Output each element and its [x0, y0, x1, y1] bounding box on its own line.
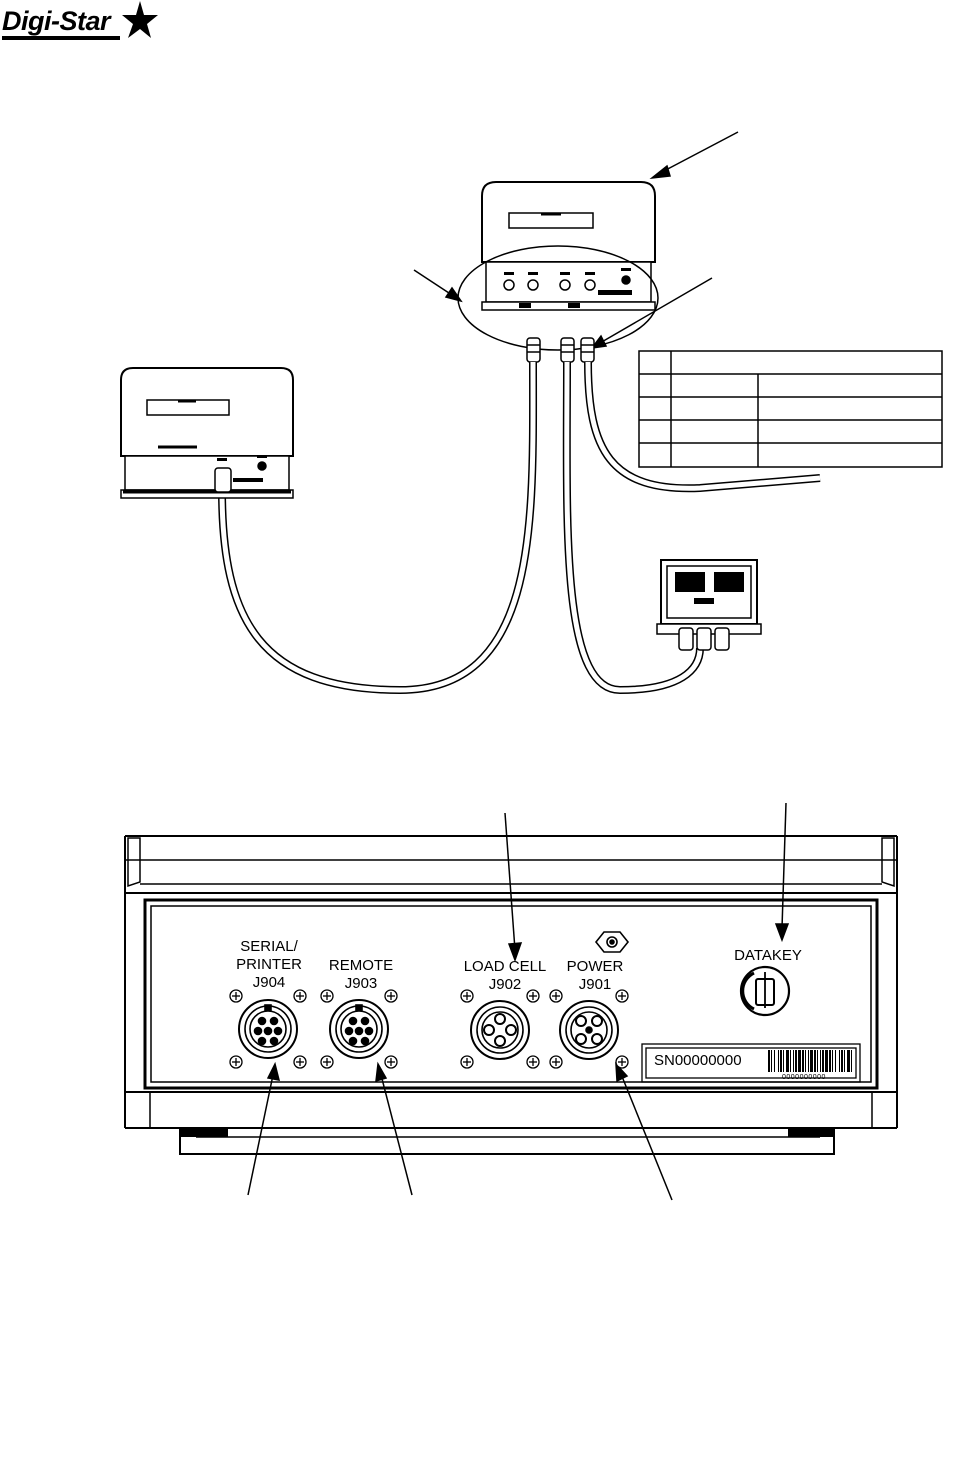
serial-printer-name-line2: PRINTER [236, 956, 302, 973]
barcode-bar [832, 1050, 833, 1072]
screw-head-icon [549, 989, 563, 1003]
barcode-bar [768, 1050, 770, 1072]
load-cell-label: LOAD CELL J902 [449, 958, 561, 994]
barcode-bar [795, 1050, 797, 1072]
screw-head-icon [526, 989, 540, 1003]
barcode-bar [844, 1050, 845, 1072]
panel-screws [229, 989, 629, 1069]
serial-printer-connector [238, 999, 298, 1059]
barcode-bar [774, 1050, 775, 1072]
screw-head-icon [549, 1055, 563, 1069]
logo-underline [2, 36, 120, 40]
barcode-bar [790, 1050, 791, 1072]
star-icon [122, 1, 158, 38]
screw-head-icon [229, 989, 243, 1003]
screw-head-icon [615, 989, 629, 1003]
barcode-bar [841, 1050, 843, 1072]
serial-number-text: SN00000000 [654, 1052, 742, 1069]
barcode-bar [793, 1050, 794, 1072]
power-id: J901 [578, 976, 612, 993]
load-cell-id: J902 [488, 976, 522, 993]
screw-head-icon [320, 989, 334, 1003]
wiring-diagram [120, 131, 943, 695]
load-cell-name: LOAD CELL [463, 958, 547, 975]
barcode-bar [814, 1050, 816, 1072]
barcode-bar [778, 1050, 779, 1072]
vent-fitting [594, 931, 630, 953]
barcode-bar [817, 1050, 818, 1072]
barcode-bar [805, 1050, 806, 1072]
screw-head-icon [384, 1055, 398, 1069]
barcode-bar [783, 1050, 784, 1072]
power-wiring-table [638, 350, 943, 468]
barcode-bar [808, 1050, 809, 1072]
datakey-name: DATAKEY [734, 947, 802, 964]
remote-connector [329, 999, 389, 1059]
barcode-bar [839, 1050, 840, 1072]
junction-box [656, 559, 762, 651]
serial-number-label [641, 1043, 861, 1083]
screw-head-icon [615, 1055, 629, 1069]
barcode-bar [829, 1050, 831, 1072]
screw-head-icon [293, 1055, 307, 1069]
remote-display [120, 367, 294, 499]
barcode-bar [825, 1050, 828, 1072]
barcode-bar [771, 1050, 772, 1072]
serial-printer-label: SERIAL/ PRINTER J904 [219, 938, 319, 992]
power-connector [559, 1000, 619, 1060]
serial-printer-id: J904 [252, 974, 286, 991]
screw-head-icon [229, 1055, 243, 1069]
screw-head-icon [460, 1055, 474, 1069]
remote-label: REMOTE J903 [316, 957, 406, 993]
barcode-bar [835, 1050, 836, 1072]
main-indicator [481, 181, 656, 311]
screw-head-icon [526, 1055, 540, 1069]
barcode-caption: 0000000000 [782, 1074, 826, 1081]
barcode-bar [847, 1050, 850, 1072]
digi-star-logo: Digi-Star [0, 0, 160, 42]
barcode-bar [810, 1050, 813, 1072]
screw-head-icon [320, 1055, 334, 1069]
datakey-label: DATAKEY [718, 947, 818, 965]
load-cell-connector [470, 1000, 530, 1060]
screw-head-icon [384, 989, 398, 1003]
datakey-receptacle [739, 965, 791, 1017]
barcode-bar [822, 1050, 824, 1072]
barcode-bar [798, 1050, 801, 1072]
barcode-bar [802, 1050, 804, 1072]
barcode-bar [851, 1050, 852, 1072]
remote-name: REMOTE [328, 957, 394, 974]
barcode-bar [820, 1050, 821, 1072]
power-name: POWER [566, 958, 624, 975]
remote-id: J903 [344, 975, 378, 992]
power-label: POWER J901 [553, 958, 637, 994]
screw-head-icon [460, 989, 474, 1003]
barcode-bar [786, 1050, 789, 1072]
serial-printer-name-line1: SERIAL/ [240, 938, 298, 955]
logo-text: Digi-Star [2, 6, 111, 36]
barcode-bar [780, 1050, 782, 1072]
screw-head-icon [293, 989, 307, 1003]
